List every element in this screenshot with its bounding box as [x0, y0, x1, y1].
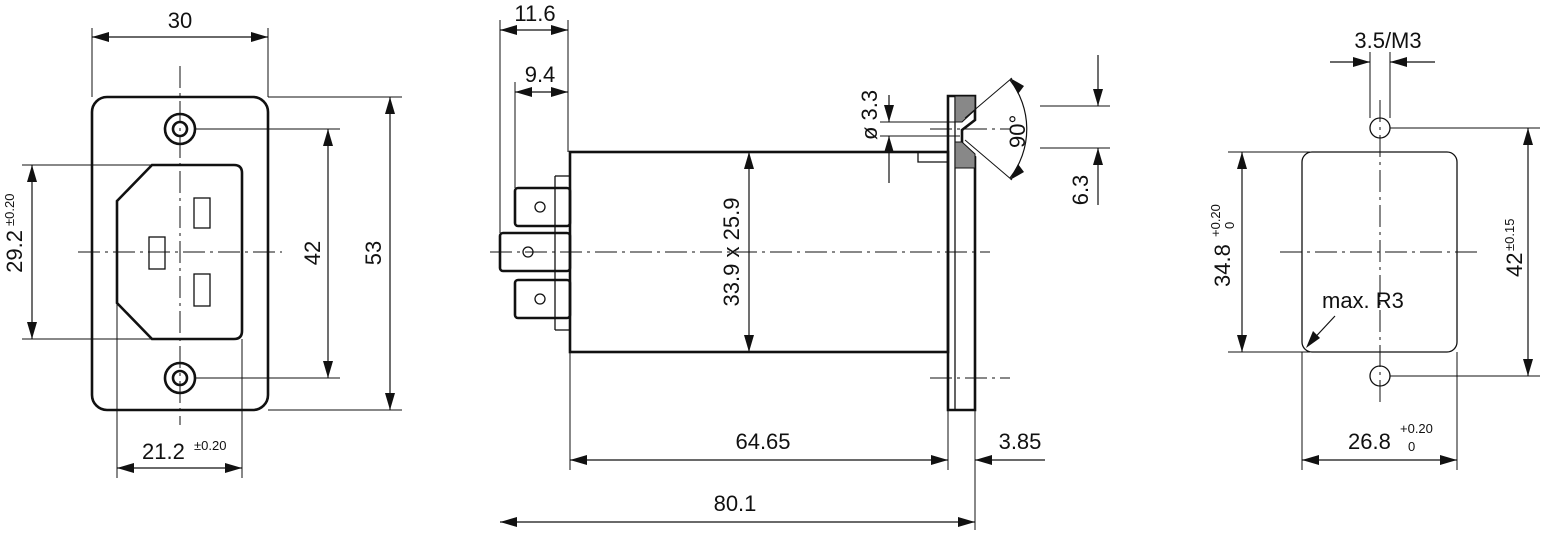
- dim-21-2-label: 21.2: [142, 439, 185, 464]
- pin-top: [193, 197, 211, 229]
- dim-3-85-label: 3.85: [999, 429, 1042, 454]
- dim-30-label: 30: [168, 8, 192, 33]
- dim-screw-label: 3.5/M3: [1354, 28, 1421, 53]
- side-view: 11.6 9.4 33.9 x 25.9 ø 3.3 90°: [490, 1, 1110, 530]
- dim-21-2-tol: ±0.20: [194, 438, 226, 453]
- dim-angle-label: 90°: [1005, 115, 1030, 148]
- dim-26-8-label: 26.8: [1348, 429, 1391, 454]
- dim-hole-label: ø 3.3: [857, 90, 882, 140]
- countersink-hatch-top: [954, 95, 976, 123]
- dim-26-8-tol-upper: +0.20: [1400, 421, 1433, 436]
- front-view: 30 29.2 ±0.20 42 53: [2, 8, 402, 478]
- dim-body-label: 33.9 x 25.9: [719, 198, 744, 307]
- corner-radius-label: max. R3: [1322, 288, 1404, 313]
- dim-42-cutout-tol: ±0.15: [1502, 219, 1517, 251]
- pin-center: [148, 236, 166, 270]
- flange-lip: [917, 152, 948, 163]
- dim-11-6-label: 11.6: [514, 1, 555, 26]
- pin-bottom: [193, 273, 211, 307]
- iec-socket-opening: [115, 163, 244, 341]
- dim-6-3-label: 6.3: [1068, 175, 1093, 206]
- dim-42-cutout-label: 42: [1502, 253, 1527, 277]
- dim-80-1-label: 80.1: [714, 491, 757, 516]
- dim-9-4-label: 9.4: [525, 62, 556, 87]
- dim-64-65-label: 64.65: [735, 429, 790, 454]
- dim-34-8-tol-upper: +0.20: [1208, 204, 1223, 237]
- dim-42-label: 42: [300, 241, 325, 265]
- cutout-view: 3.5/M3 34.8 +0.20 0 42 ±0.15 max. R3: [1208, 28, 1540, 470]
- dim-34-8-label: 34.8: [1210, 244, 1235, 287]
- dim-29-2-tol: ±0.20: [2, 194, 17, 226]
- dim-26-8-tol-lower: 0: [1408, 439, 1415, 454]
- dim-29-2-label: 29.2: [2, 230, 27, 273]
- countersink-hatch-bottom: [954, 141, 976, 169]
- dim-53-label: 53: [361, 241, 386, 265]
- dim-34-8-tol-lower: 0: [1222, 222, 1237, 229]
- tab-top: [513, 186, 572, 228]
- tab-bottom: [513, 278, 572, 320]
